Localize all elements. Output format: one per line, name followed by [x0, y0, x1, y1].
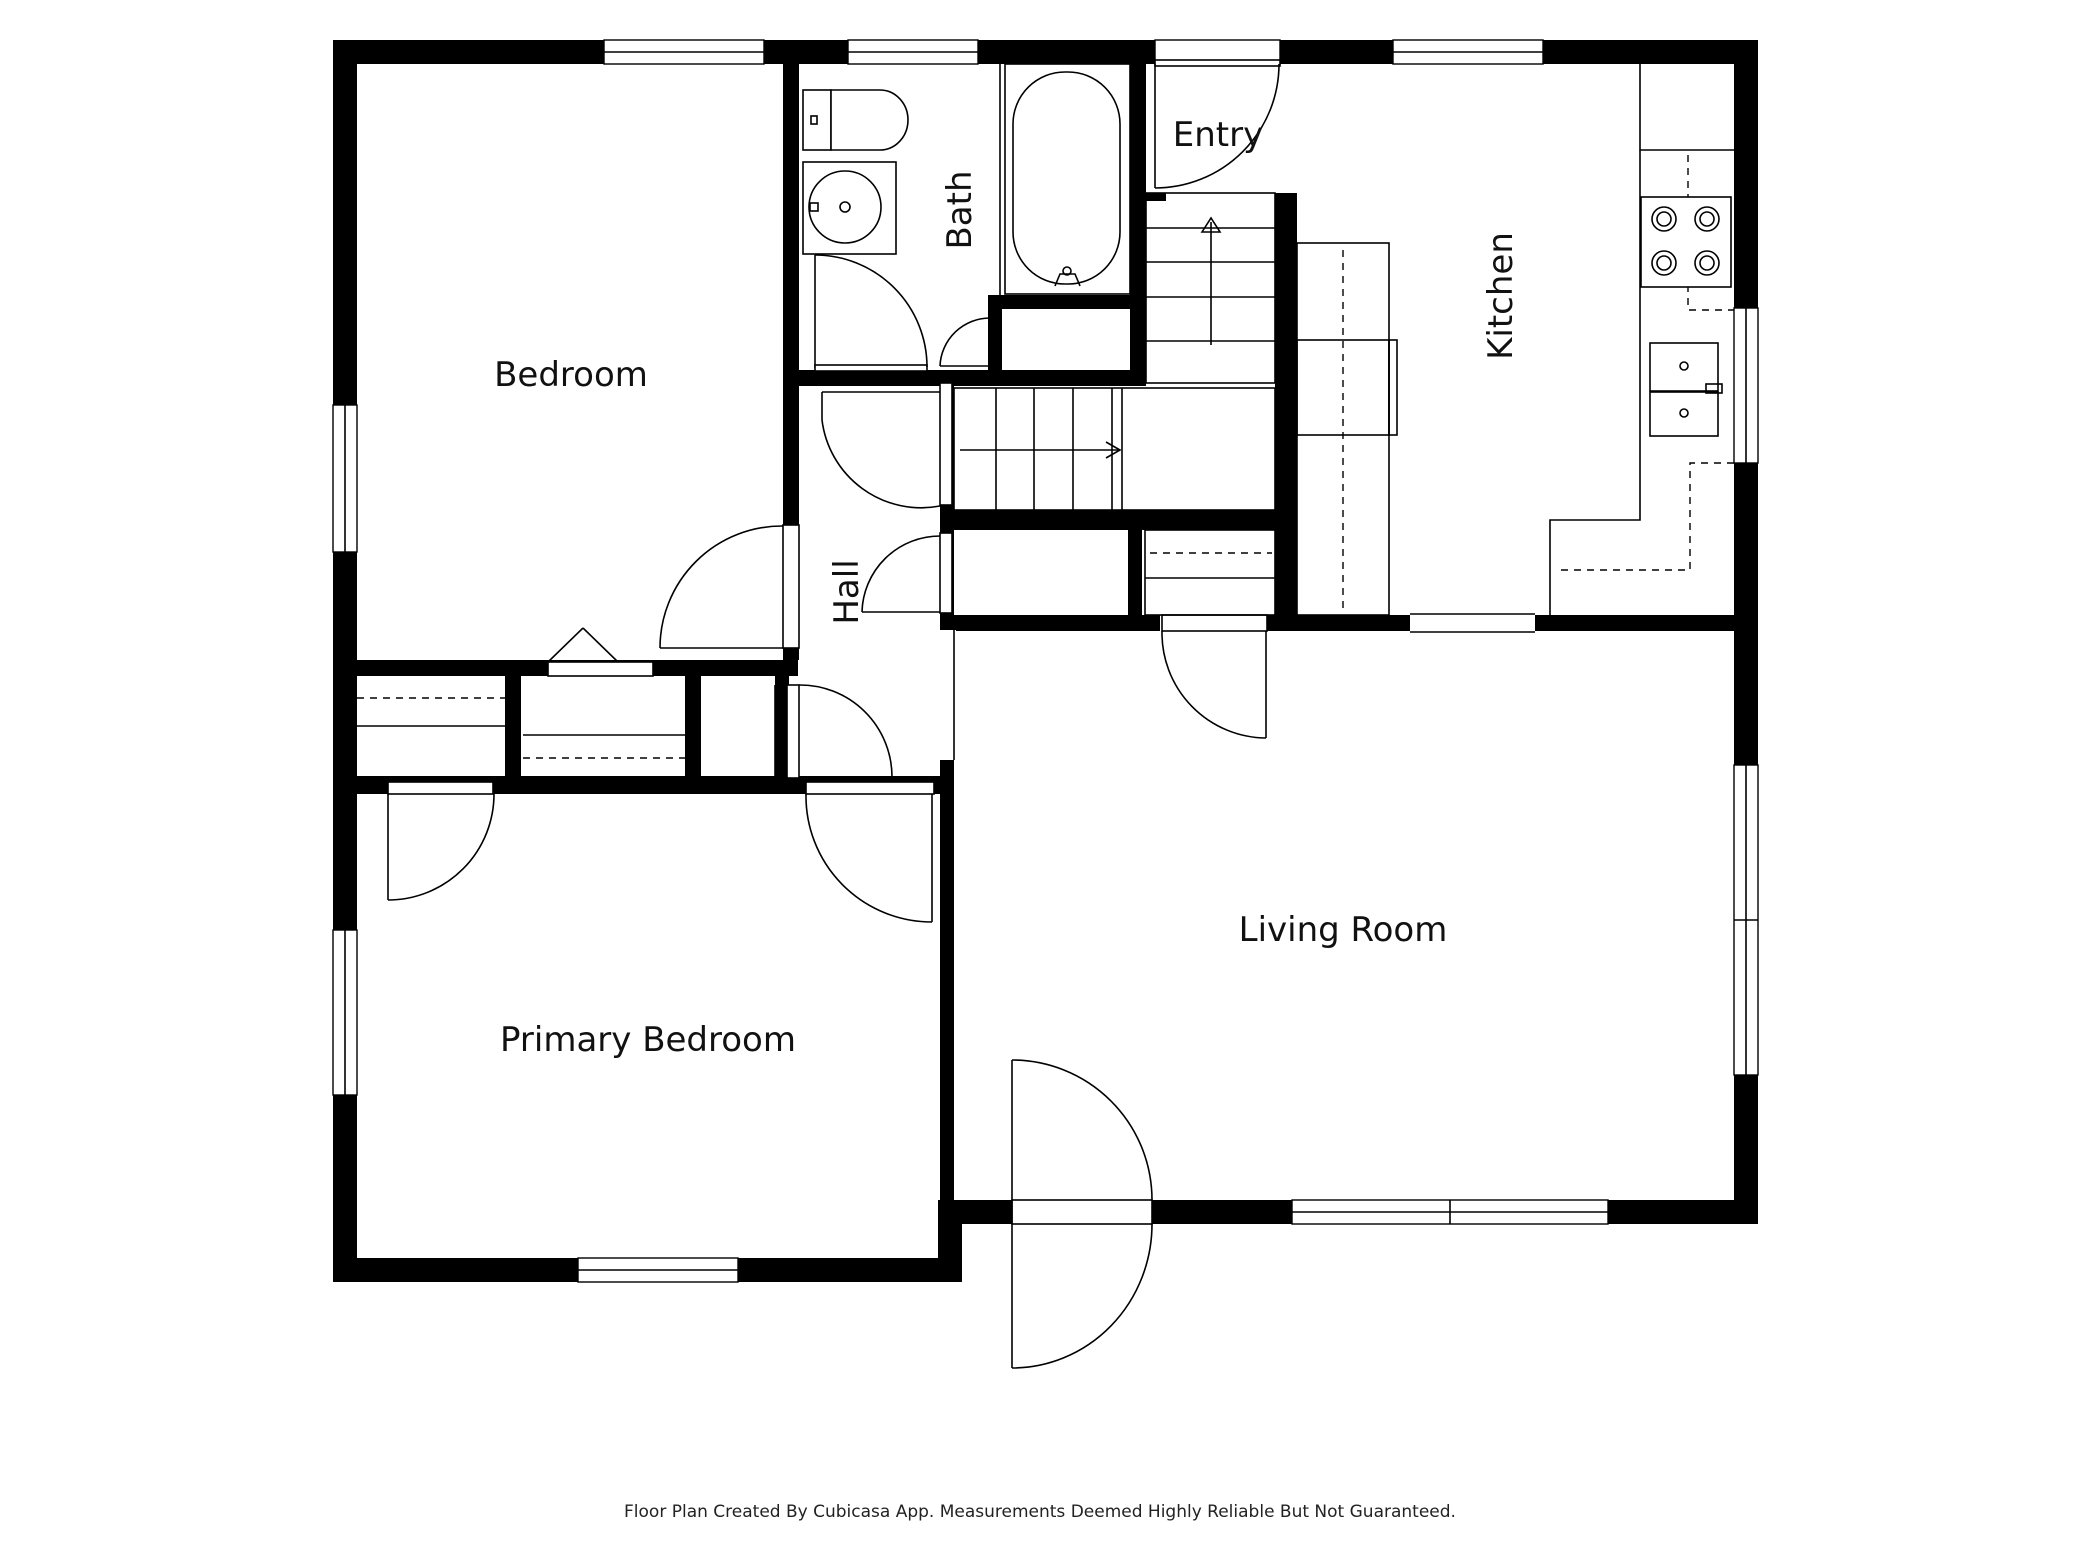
room-label-bath: Bath [940, 170, 980, 249]
front-door [1011, 1059, 1153, 1369]
hall-door [861, 532, 953, 614]
kitchen-fixtures [1296, 64, 1734, 616]
linen-closet-door [786, 684, 893, 779]
footer-disclaimer: Floor Plan Created By Cubicasa App. Meas… [624, 1502, 1456, 1522]
room-label-bedroom: Bedroom [494, 355, 648, 395]
entry-door [1154, 59, 1281, 189]
closet-bifold-door [547, 627, 654, 677]
bathtub-icon [1004, 63, 1131, 295]
bath-fixtures [802, 63, 1131, 296]
room-label-hall: Hall [827, 559, 867, 624]
room-labels: Bedroom Bath Entry Kitchen Hall Primary … [494, 115, 1521, 1060]
sink-icon [802, 161, 897, 255]
closets [357, 685, 776, 778]
range-icon [1640, 196, 1732, 288]
doors [387, 59, 1281, 1369]
kitchen-sink-icon [1649, 342, 1723, 437]
room-label-primary-bedroom: Primary Bedroom [500, 1020, 796, 1060]
stair-door [821, 382, 953, 509]
bedroom-door [659, 524, 800, 649]
toilet-icon [802, 89, 909, 151]
room-label-entry: Entry [1173, 115, 1263, 155]
windows [332, 39, 1759, 1283]
primary-bedroom-door [805, 781, 935, 923]
room-label-living-room: Living Room [1239, 910, 1448, 950]
bath-closet-door [939, 317, 991, 367]
stairs [953, 192, 1276, 616]
room-label-kitchen: Kitchen [1481, 232, 1521, 360]
bath-door [814, 254, 928, 372]
living-room-stair-door [1161, 614, 1268, 739]
primary-closet-door [387, 781, 495, 901]
